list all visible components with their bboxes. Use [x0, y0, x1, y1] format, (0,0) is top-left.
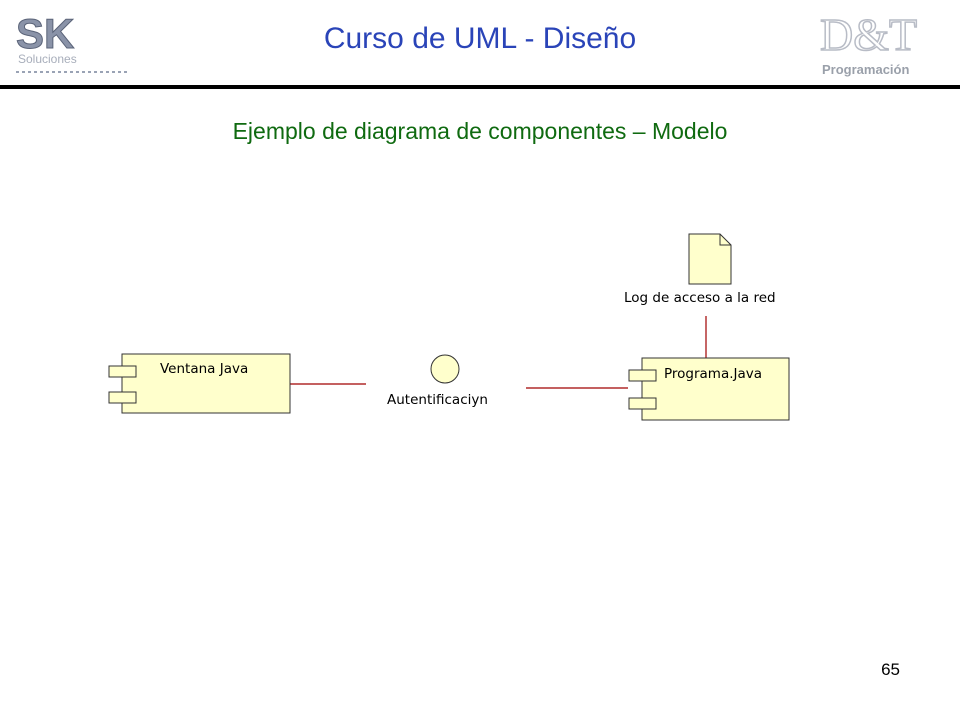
dt-logo-mark: D&T — [820, 9, 917, 60]
sk-logo-subtext: Soluciones — [18, 52, 77, 66]
component-ventana-java-label: Ventana Java — [160, 361, 248, 377]
header-divider — [0, 85, 960, 89]
artifact-log-label: Log de acceso a la red — [624, 290, 776, 306]
sk-logo-mark: SK — [16, 10, 74, 57]
slide-title: Curso de UML - Diseño — [323, 22, 637, 55]
artifact-log[interactable]: Log de acceso a la red — [624, 233, 776, 306]
interface-label: Autentificaciyn — [387, 392, 488, 408]
page-number: 65 — [881, 660, 900, 679]
dt-logo-subtext: Programación — [822, 62, 909, 77]
dt-logo: D&T Programación — [819, 8, 918, 77]
slide-subtitle: Ejemplo de diagrama de componentes – Mod… — [232, 118, 728, 144]
interface-autentificacion[interactable]: Autentificaciyn — [387, 354, 488, 408]
component-programa-java[interactable]: Programa.Java — [628, 357, 790, 421]
sk-logo: SK Soluciones — [16, 10, 128, 73]
component-ventana-java[interactable]: Ventana Java — [108, 353, 291, 414]
component-programa-java-label: Programa.Java — [664, 366, 762, 382]
